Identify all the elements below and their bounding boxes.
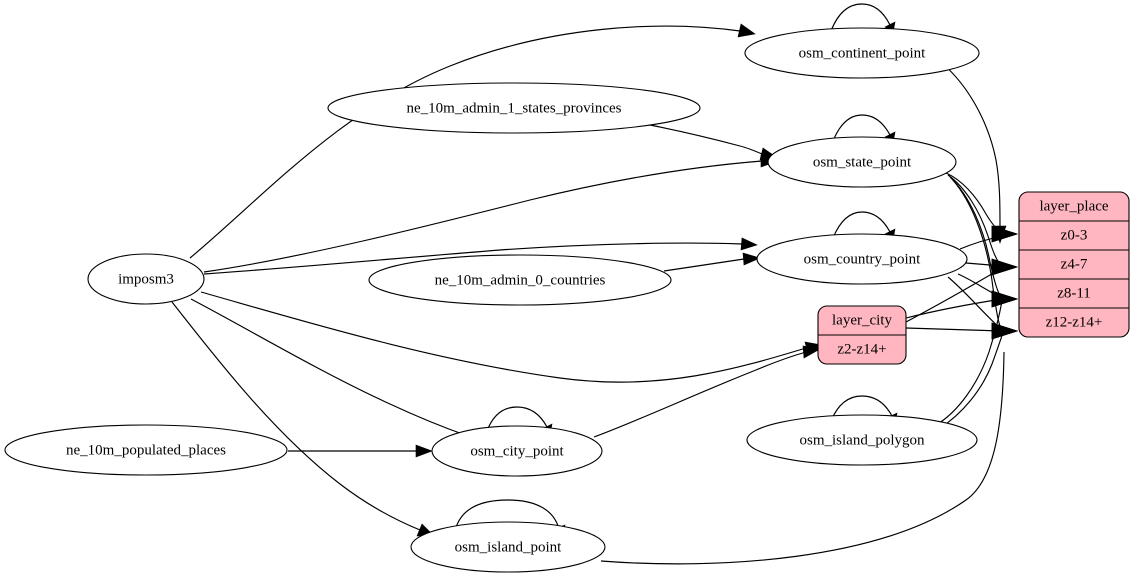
node-layer-place[interactable]: layer_place z0-3 z4-7 z8-11 z12-z14+: [1018, 191, 1130, 338]
edge-ne-countries-to-osm-country-point: [663, 252, 761, 272]
node-osm-city-point-label: osm_city_point: [470, 443, 564, 459]
node-osm-island-polygon-shape[interactable]: [746, 414, 978, 466]
node-osm-state-point[interactable]: osm_state_point: [767, 136, 957, 188]
layer-place-row-z4-7[interactable]: z4-7: [1061, 256, 1088, 272]
node-ne-states-label: ne_10m_admin_1_states_provinces: [407, 100, 622, 116]
node-osm-island-point-label: osm_island_point: [455, 539, 563, 555]
node-layer: imposm3 ne_10m_admin_1_states_provinces …: [4, 27, 1130, 573]
layer-place-title: layer_place: [1039, 198, 1108, 214]
node-osm-country-point-label: osm_country_point: [804, 251, 921, 267]
edge-layer: [171, 3, 1018, 565]
edge-osm-city-point-to-layer-city: [593, 345, 821, 438]
node-osm-state-point-label: osm_state_point: [813, 154, 912, 170]
edge-layer-city-to-layer-place-z4-7: [905, 258, 1018, 323]
node-osm-country-point[interactable]: osm_country_point: [756, 233, 968, 285]
node-ne-populated-label: ne_10m_populated_places: [66, 442, 226, 458]
node-osm-island-polygon[interactable]: osm_island_polygon: [746, 414, 978, 466]
layer-city-row-z2-z14[interactable]: z2-z14+: [837, 341, 886, 357]
edge-imposm3-to-osm-country-point: [203, 237, 758, 275]
node-osm-continent-point-label: osm_continent_point: [799, 45, 926, 61]
node-imposm3-shape[interactable]: [87, 253, 205, 305]
layer-place-row-z12-z14[interactable]: z12-z14+: [1046, 314, 1103, 330]
node-ne-states-shape[interactable]: [327, 82, 701, 134]
node-ne-populated-shape[interactable]: [4, 424, 288, 476]
node-osm-country-point-shape[interactable]: [756, 233, 968, 285]
layer-place-row-z0-3[interactable]: z0-3: [1061, 227, 1088, 243]
layer-place-row-z8-11[interactable]: z8-11: [1057, 285, 1091, 301]
node-ne-10m-admin-0-countries[interactable]: ne_10m_admin_0_countries: [368, 254, 672, 306]
node-osm-state-point-shape[interactable]: [767, 136, 957, 188]
node-osm-continent-point-shape[interactable]: [744, 27, 980, 79]
node-osm-island-point[interactable]: osm_island_point: [410, 521, 606, 573]
node-osm-island-point-shape[interactable]: [410, 521, 606, 573]
node-osm-continent-point[interactable]: osm_continent_point: [744, 27, 980, 79]
edge-imposm3-to-osm-continent-point: [189, 23, 756, 259]
node-ne-countries-label: ne_10m_admin_0_countries: [435, 272, 606, 288]
node-imposm3-label: imposm3: [118, 271, 174, 287]
edge-osm-country-point-to-layer-place-z0-3: [959, 225, 1018, 250]
node-imposm3[interactable]: imposm3: [87, 253, 205, 305]
node-ne-10m-populated-places[interactable]: ne_10m_populated_places: [4, 424, 288, 476]
node-osm-island-polygon-label: osm_island_polygon: [799, 432, 925, 448]
node-layer-city[interactable]: layer_city z2-z14+: [817, 305, 907, 365]
edge-osm-island-point-to-layer-place-z12-z14: [600, 322, 1018, 565]
edge-osm-island-polygon-to-layer-place-z8-11: [935, 290, 1018, 426]
node-ne-10m-admin-1-states-provinces[interactable]: ne_10m_admin_1_states_provinces: [327, 82, 701, 134]
node-osm-city-point-shape[interactable]: [431, 425, 603, 477]
node-ne-countries-shape[interactable]: [368, 254, 672, 306]
node-layer-place-shape[interactable]: [1018, 191, 1130, 338]
edge-ne-populated-to-osm-city-point: [288, 444, 433, 458]
node-osm-city-point[interactable]: osm_city_point: [431, 425, 603, 477]
layer-city-title: layer_city: [832, 312, 892, 328]
